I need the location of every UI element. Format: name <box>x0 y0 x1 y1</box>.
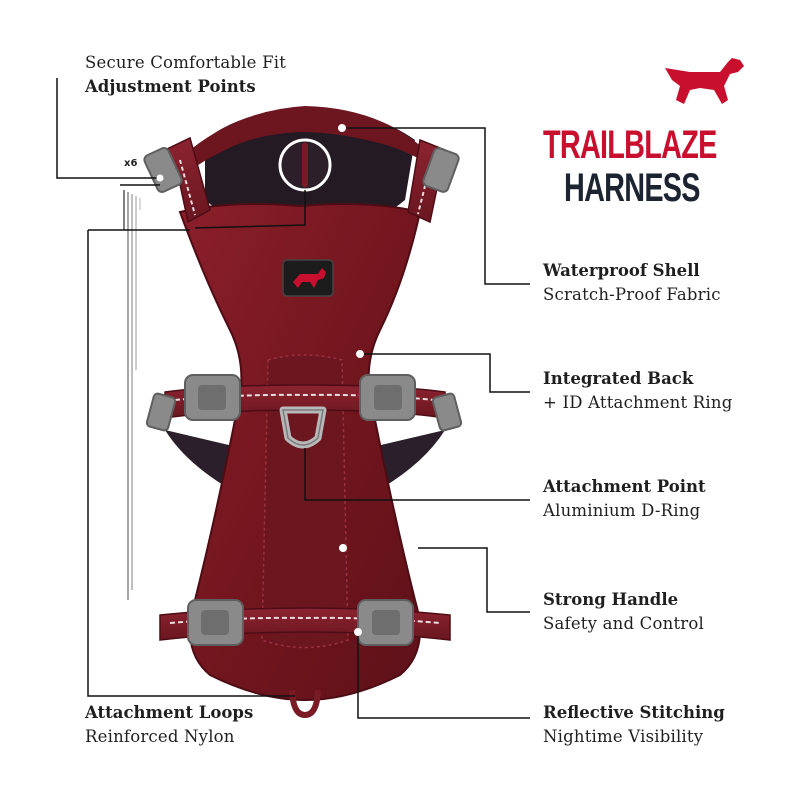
handle-subtitle: Safety and Control <box>543 614 704 633</box>
dring-subtitle: Aluminium D-Ring <box>543 501 701 520</box>
top-left-buckle <box>143 147 183 193</box>
neck-collar <box>185 106 440 175</box>
shell-subtitle: Scratch-Proof Fabric <box>543 285 721 304</box>
stitching-title: Reflective Stitching <box>543 703 725 722</box>
count-badge: x6 <box>124 158 138 169</box>
shell-title: Waterproof Shell <box>543 261 700 280</box>
loops-subtitle: Reinforced Nylon <box>85 727 235 746</box>
handle-title: Strong Handle <box>543 590 679 609</box>
adjustment-subtitle: Secure Comfortable Fit <box>85 53 287 72</box>
back-title: Integrated Back <box>543 369 694 388</box>
brand-name-line1: TRAILBLAZE <box>543 123 717 167</box>
loops-title: Attachment Loops <box>85 703 254 722</box>
back-subtitle: + ID Attachment Ring <box>543 393 733 412</box>
brand-name-line2: HARNESS <box>564 166 701 210</box>
top-right-buckle <box>422 147 460 193</box>
bottom-loop <box>289 689 321 719</box>
dring-title: Attachment Point <box>543 477 706 496</box>
stitching-subtitle: Nightime Visibility <box>543 727 704 746</box>
adjustment-title: Adjustment Points <box>85 77 256 96</box>
